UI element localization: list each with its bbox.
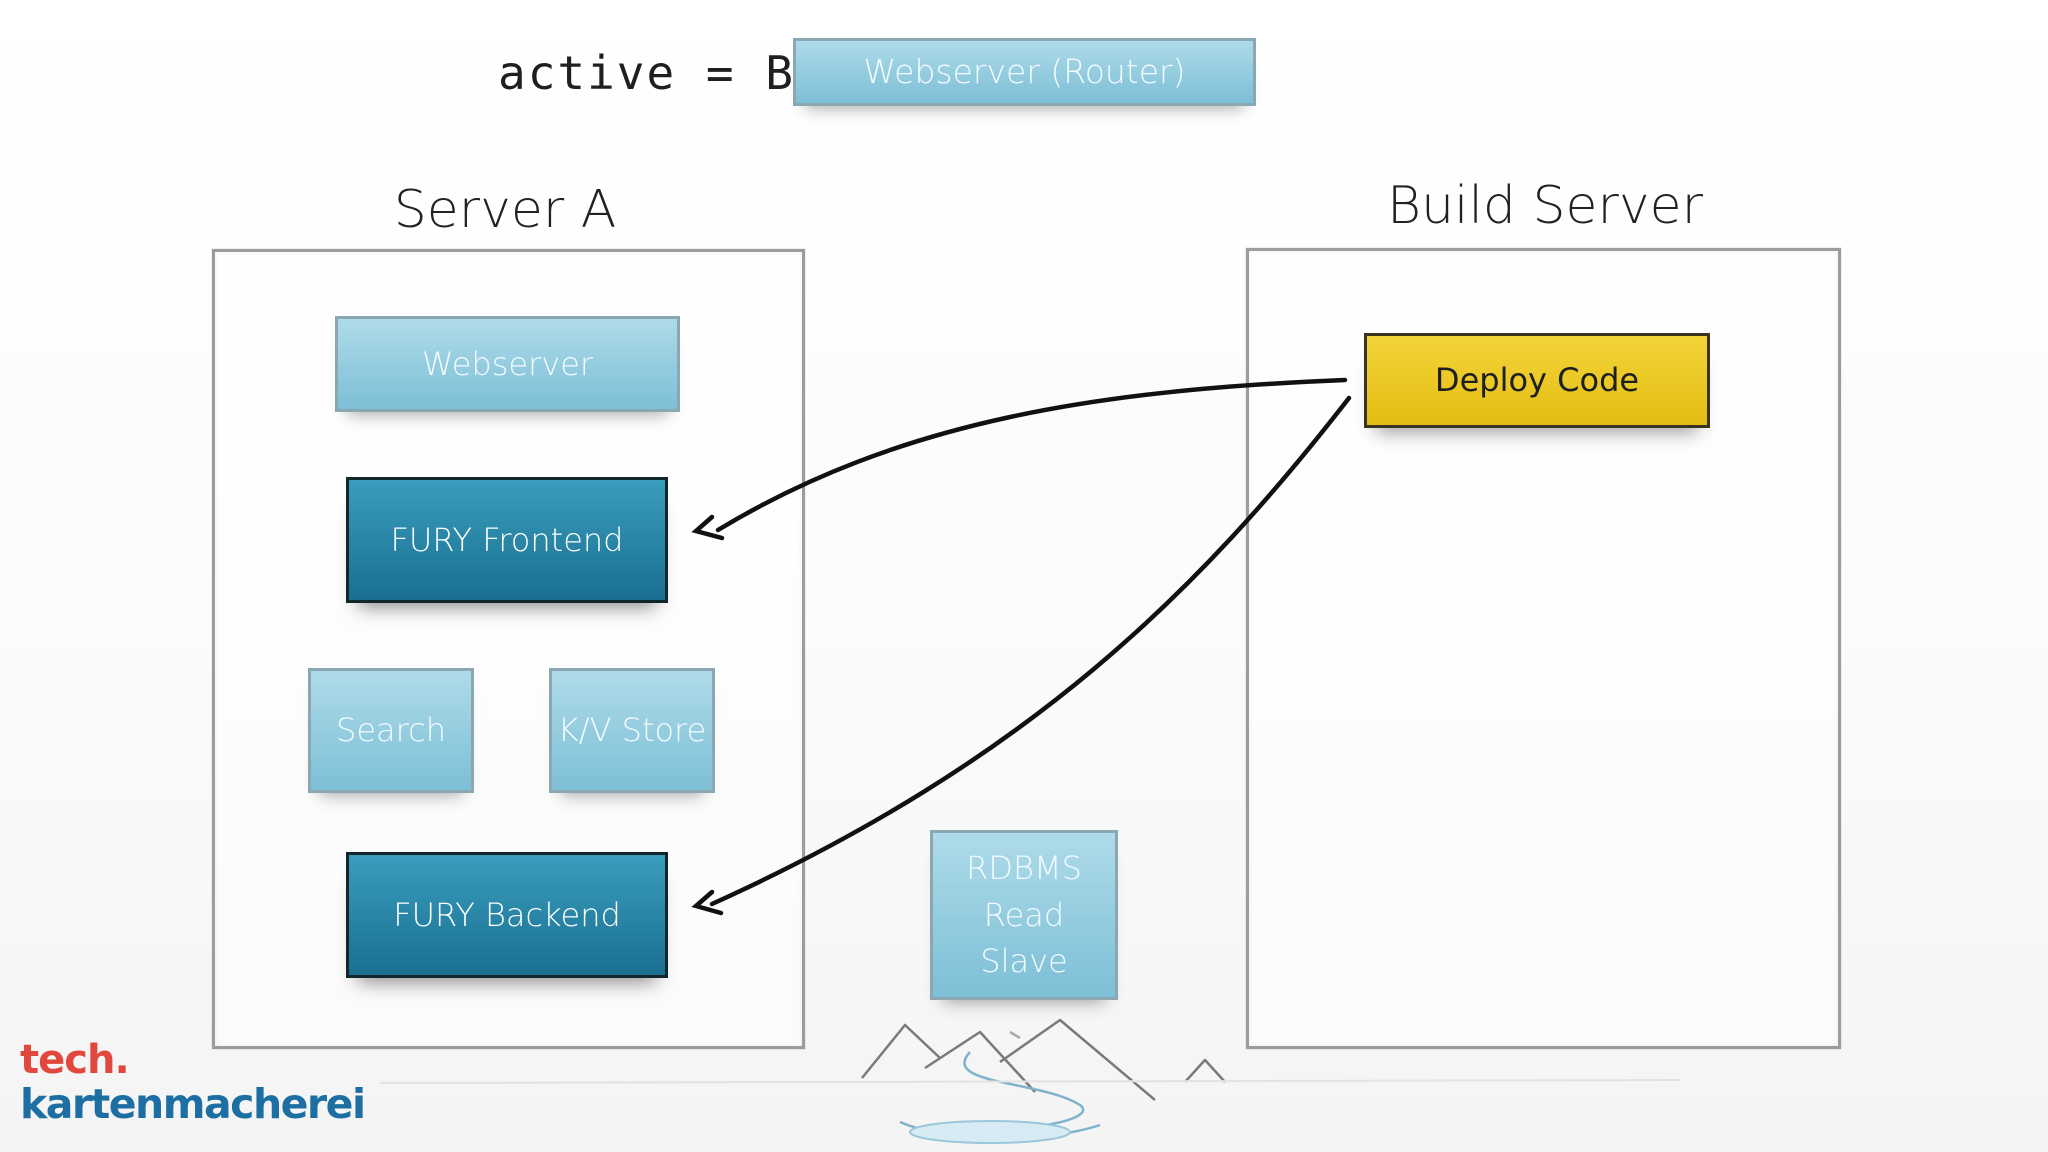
arrow-to-frontend	[691, 377, 1348, 541]
kv-store-box: K/V Store	[549, 668, 715, 793]
fury-frontend-box: FURY Frontend	[346, 477, 668, 603]
ground-line	[379, 1079, 1681, 1084]
mountains-decoration	[861, 1018, 1226, 1101]
server-a-title: Server A	[393, 180, 617, 240]
fury-backend-box: FURY Backend	[346, 852, 668, 978]
arrow-to-backend	[691, 395, 1352, 916]
deploy-code-box: Deploy Code	[1364, 333, 1710, 428]
rdbms-read-slave-box: RDBMS Read Slave	[930, 830, 1118, 1000]
logo-tech: tech.	[20, 1037, 130, 1083]
build-server-title: Build Server	[1387, 176, 1703, 236]
active-label: active = B	[498, 46, 795, 100]
webserver-box: Webserver	[335, 316, 680, 412]
logo-kartenmacherei: kartenmacherei	[20, 1080, 366, 1128]
search-box: Search	[308, 668, 474, 793]
router-box: Webserver (Router)	[793, 38, 1256, 106]
river-decoration	[899, 1051, 1101, 1144]
